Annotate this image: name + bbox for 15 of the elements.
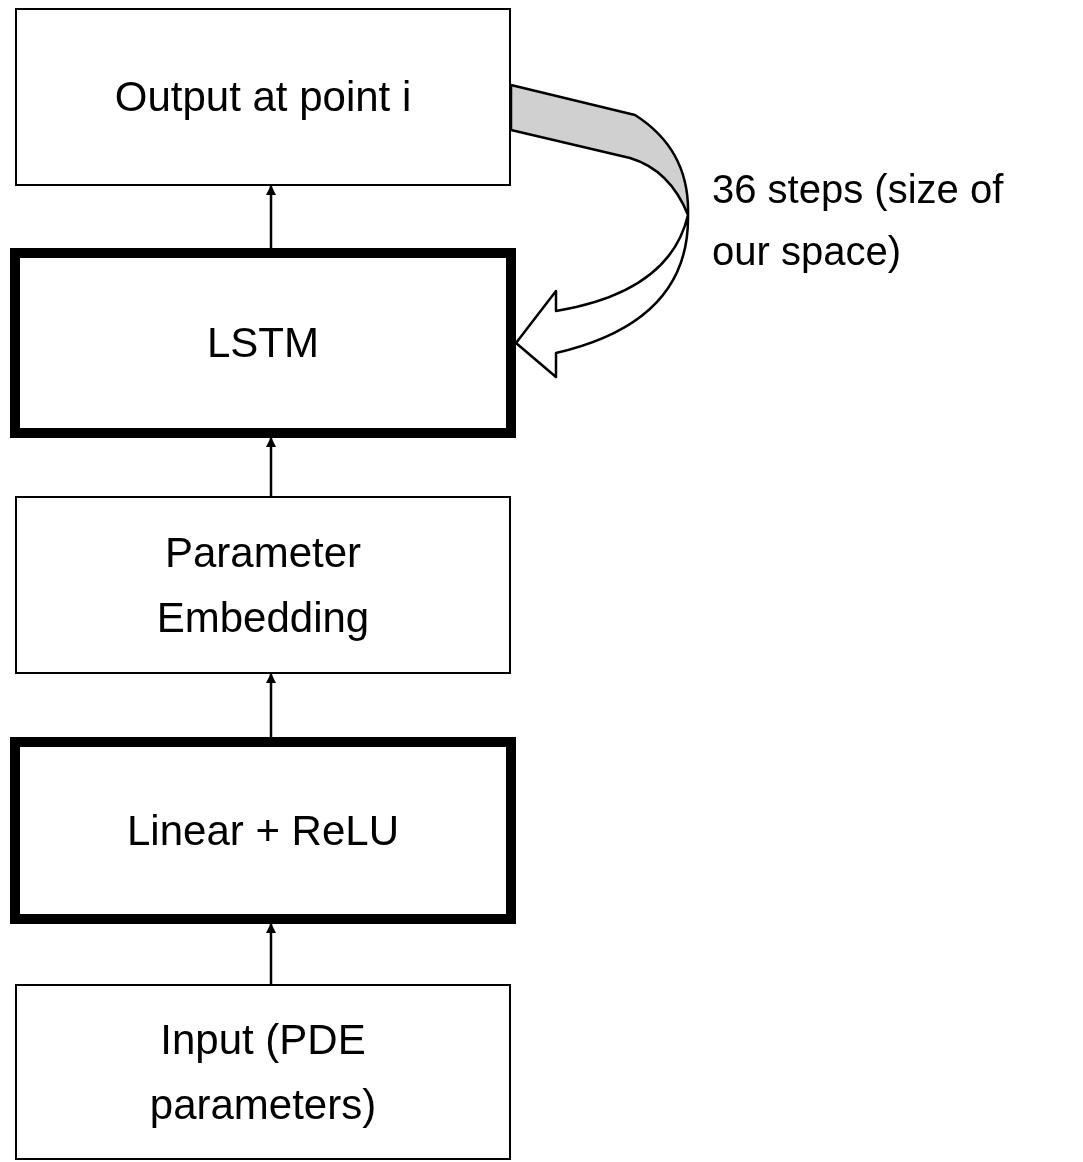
process-box bbox=[10, 737, 516, 924]
arrow bbox=[266, 673, 276, 737]
box-label: Parameter Embedding bbox=[155, 527, 371, 643]
process-box bbox=[15, 8, 511, 186]
arrow bbox=[266, 923, 276, 984]
process-box bbox=[15, 984, 511, 1160]
curved-arrow bbox=[509, 83, 690, 379]
process-box bbox=[10, 248, 516, 438]
arrow bbox=[266, 437, 276, 496]
arrow bbox=[266, 185, 276, 248]
process-box bbox=[15, 496, 511, 674]
box-label: Input (PDE parameters) bbox=[148, 1014, 378, 1130]
box-label: Output at point i bbox=[114, 72, 412, 123]
box-label: LSTM bbox=[207, 318, 319, 369]
box-label: Linear + ReLU bbox=[127, 805, 399, 856]
